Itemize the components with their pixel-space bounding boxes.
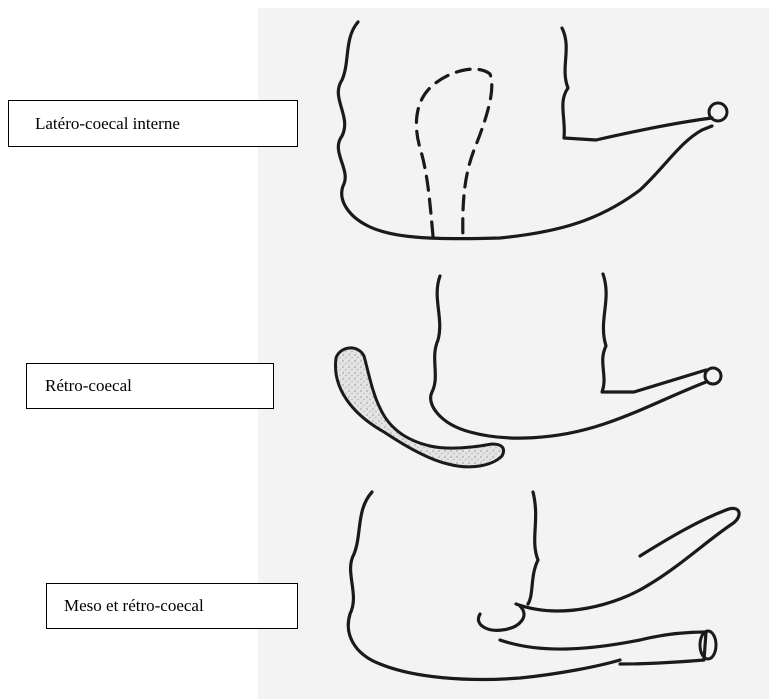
mesentery-fold (478, 606, 524, 630)
appendix-dashed (416, 69, 491, 240)
caecum-retro (335, 274, 721, 467)
appendix-tip-ring (709, 103, 727, 121)
appendix-tip (700, 631, 716, 659)
appendix-tip-ring (705, 368, 721, 384)
caecum-meso-retro (348, 492, 739, 679)
caecum-lateral-internal (338, 22, 727, 240)
caecum-outline (348, 492, 620, 679)
label-retro-text: Rétro-coecal (45, 376, 132, 396)
appendix-lower-tube (500, 632, 706, 664)
label-meso-retro: Meso et rétro-coecal (46, 583, 298, 629)
appendix-upper-loop (516, 508, 739, 611)
label-retro: Rétro-coecal (26, 363, 274, 409)
caecum-right-wall (562, 28, 712, 140)
label-lateral-internal: Latéro-coecal interne (8, 100, 298, 147)
label-lateral-internal-text: Latéro-coecal interne (35, 114, 180, 134)
appendix-shaded (335, 348, 503, 467)
caecum-outline (338, 22, 712, 239)
label-meso-retro-text: Meso et rétro-coecal (64, 596, 204, 616)
caecum-right-wall (528, 492, 538, 604)
caecum-right-wall (602, 274, 706, 392)
caecum-outline (431, 276, 706, 438)
